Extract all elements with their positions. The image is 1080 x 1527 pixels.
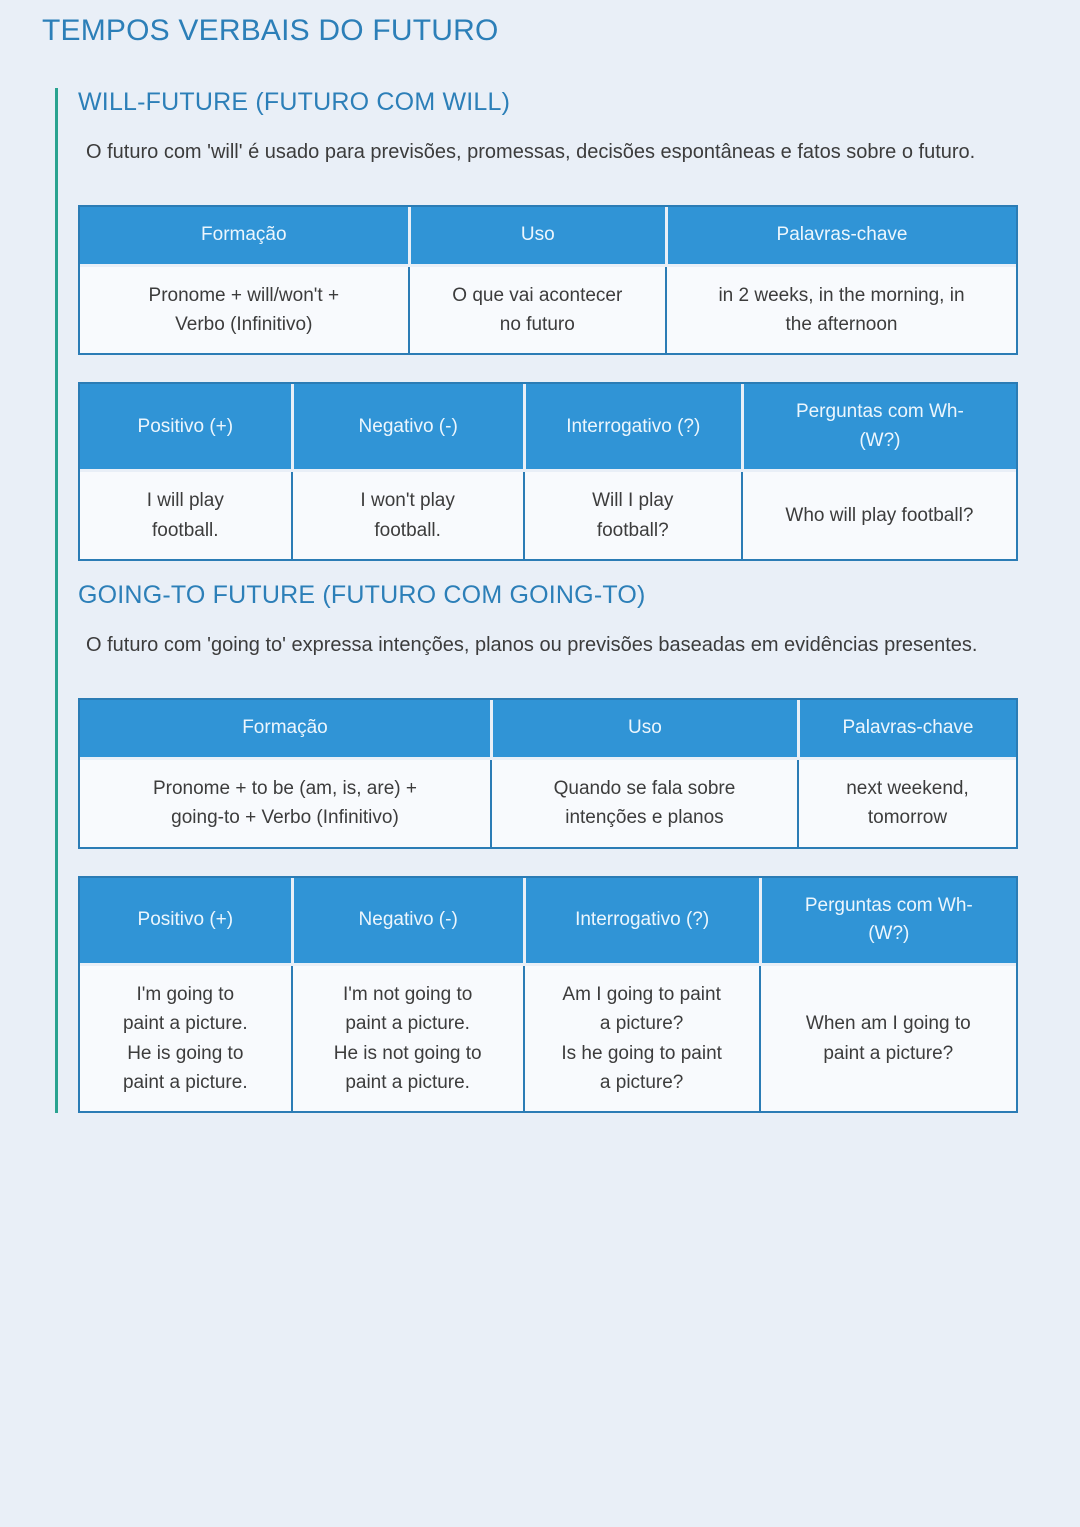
document-page: TEMPOS VERBAIS DO FUTURO WILL-FUTURE (FU… (42, 14, 1040, 1114)
will-overview-table: Formação Uso Palavras-chave Pronome + wi… (78, 205, 1018, 356)
page-title: TEMPOS VERBAIS DO FUTURO (42, 14, 499, 47)
table-row: Pronome + will/won't + Verbo (Infinitivo… (80, 266, 1016, 354)
column-header: Positivo (+) (80, 877, 291, 966)
section-description: O futuro com 'going to' expressa intençõ… (86, 634, 978, 657)
section-heading: GOING-TO FUTURE (FUTURO COM GOING-TO) (78, 581, 646, 610)
table-cell: I'm going to paint a picture. He is goin… (80, 965, 291, 1112)
section-going-to-future: GOING-TO FUTURE (FUTURO COM GOING-TO) O … (78, 581, 1040, 1114)
table-row: I'm going to paint a picture. He is goin… (80, 965, 1016, 1112)
table-cell: Pronome + will/won't + Verbo (Infinitivo… (80, 266, 408, 354)
table-cell: Quando se fala sobre intenções e planos (489, 759, 797, 847)
column-header: Palavras-chave (796, 700, 1016, 760)
section-will-future: WILL-FUTURE (FUTURO COM WILL) O futuro c… (78, 88, 1040, 562)
will-forms-table: Positivo (+) Negativo (-) Interrogativo … (78, 382, 1018, 562)
column-header: Formação (80, 207, 408, 267)
table-cell: I'm not going to paint a picture. He is … (290, 965, 523, 1112)
table-cell: Pronome + to be (am, is, are) + going-to… (80, 759, 490, 847)
column-header: Perguntas com Wh- (W?) (758, 877, 1016, 966)
table-row: Pronome + to be (am, is, are) + going-to… (80, 759, 1016, 847)
column-header: Negativo (-) (290, 877, 523, 966)
column-header: Negativo (-) (290, 384, 523, 473)
column-header: Palavras-chave (664, 207, 1016, 267)
table-cell: Will I play football? (522, 472, 741, 560)
section-heading: WILL-FUTURE (FUTURO COM WILL) (78, 88, 511, 116)
table-cell: in 2 weeks, in the morning, in the after… (664, 266, 1016, 354)
column-header: Perguntas com Wh- (W?) (740, 384, 1016, 473)
table-cell: Am I going to paint a picture? Is he goi… (522, 965, 759, 1112)
section-description: O futuro com 'will' é usado para previsõ… (86, 141, 976, 163)
column-header: Positivo (+) (80, 384, 291, 473)
column-header: Interrogativo (?) (522, 384, 741, 473)
table-cell: When am I going to paint a picture? (758, 965, 1016, 1112)
sections-container: WILL-FUTURE (FUTURO COM WILL) O futuro c… (55, 88, 1040, 1114)
going-to-overview-table: Formação Uso Palavras-chave Pronome + to… (78, 698, 1018, 849)
table-cell: I will play football. (80, 472, 291, 560)
column-header: Uso (489, 700, 797, 760)
going-to-forms-table: Positivo (+) Negativo (-) Interrogativo … (78, 875, 1018, 1114)
column-header: Uso (407, 207, 665, 267)
column-header: Interrogativo (?) (522, 877, 759, 966)
table-cell: next weekend, tomorrow (796, 759, 1016, 847)
table-cell: O que vai acontecer no futuro (407, 266, 665, 354)
table-cell: I won't play football. (290, 472, 523, 560)
table-row: I will play football. I won't play footb… (80, 472, 1016, 560)
table-cell: Who will play football? (740, 472, 1016, 560)
column-header: Formação (80, 700, 490, 760)
